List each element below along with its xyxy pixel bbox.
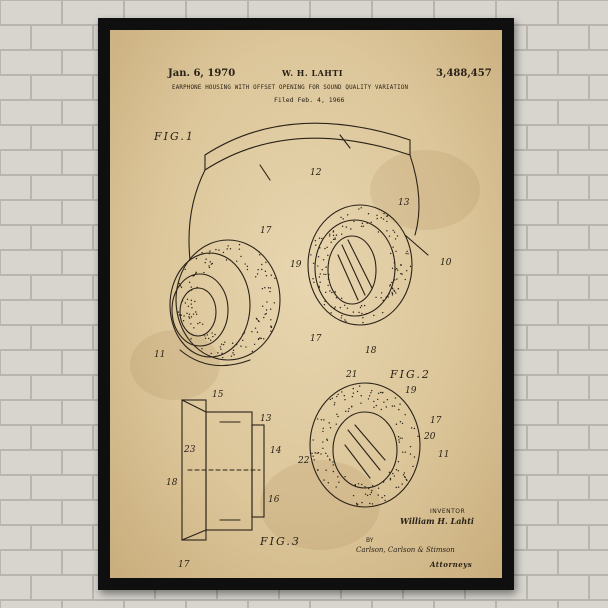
- attorneys-label: Attorneys: [430, 560, 473, 569]
- numeral: 21: [346, 370, 358, 380]
- numeral: 12: [310, 168, 322, 178]
- numeral: 22: [298, 456, 310, 466]
- patent-poster: Jan. 6, 1970 W. H. LAHTI 3,488,457 EARPH…: [110, 30, 502, 578]
- numeral: 19: [290, 260, 302, 270]
- numeral: 14: [270, 446, 282, 456]
- fig3-label: FIG.3: [260, 535, 301, 548]
- numeral: 11: [438, 450, 450, 460]
- numeral: 16: [268, 495, 280, 505]
- numeral: 10: [440, 258, 452, 268]
- patent-date: Jan. 6, 1970: [168, 68, 236, 79]
- fig1-label: FIG.1: [154, 130, 195, 143]
- numeral: 18: [365, 346, 377, 356]
- by-label: BY: [366, 537, 374, 544]
- numeral: 17: [260, 226, 272, 236]
- numeral: 13: [398, 198, 410, 208]
- headphone-drawing: [169, 122, 429, 541]
- poster-frame: Jan. 6, 1970 W. H. LAHTI 3,488,457 EARPH…: [98, 18, 514, 590]
- numeral: 15: [212, 390, 224, 400]
- attorney-signature: Carlson, Carlson & Stimson: [356, 546, 455, 554]
- patent-inventor-header: W. H. LAHTI: [282, 68, 344, 78]
- numeral: 23: [184, 445, 196, 455]
- numeral: 18: [166, 478, 178, 488]
- fig2-label: FIG.2: [390, 368, 431, 381]
- numeral: 11: [154, 350, 166, 360]
- patent-filed-date: Filed Feb. 4, 1966: [274, 96, 345, 104]
- inventor-name: William H. Lahti: [400, 516, 474, 526]
- patent-number: 3,488,457: [436, 68, 492, 79]
- numeral: 19: [405, 386, 417, 396]
- numeral: 17: [178, 560, 190, 570]
- patent-title: EARPHONE HOUSING WITH OFFSET OPENING FOR…: [172, 85, 409, 91]
- numeral: 20: [424, 432, 436, 442]
- numeral: 13: [260, 414, 272, 424]
- numeral: 17: [430, 416, 442, 426]
- numeral: 17: [310, 334, 322, 344]
- inventor-label: INVENTOR: [430, 508, 466, 515]
